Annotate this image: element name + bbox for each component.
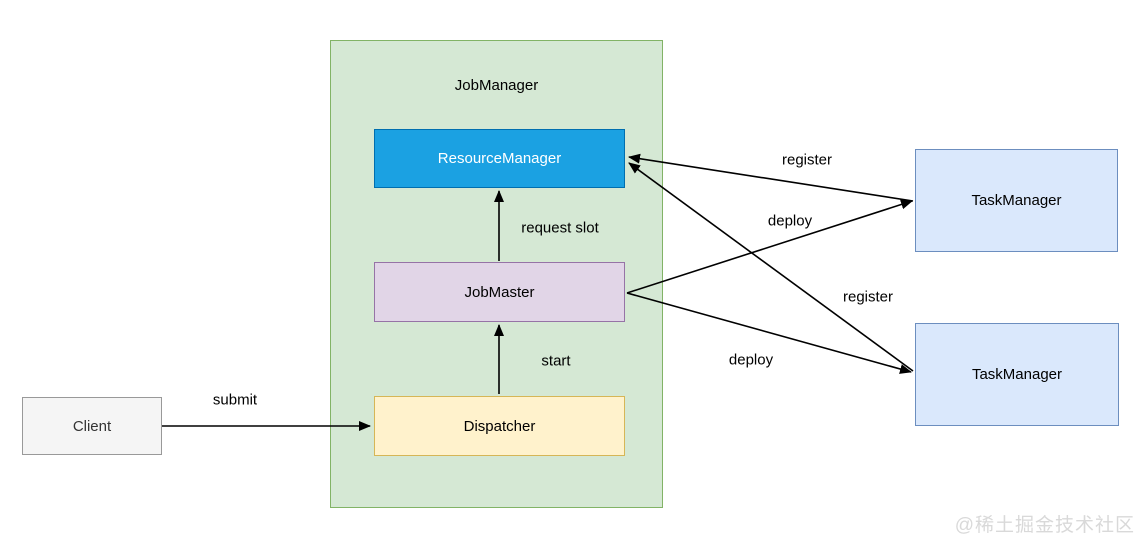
node-client: Client: [22, 397, 162, 455]
edge-label-register-bottom: register: [842, 288, 894, 306]
node-task-manager-2: TaskManager: [915, 323, 1119, 426]
node-resource-manager: ResourceManager: [374, 129, 625, 188]
node-job-master-label: JobMaster: [464, 283, 535, 301]
edge-label-register-top: register: [781, 151, 833, 169]
node-dispatcher: Dispatcher: [374, 396, 625, 456]
node-task-manager-1: TaskManager: [915, 149, 1118, 252]
node-job-master: JobMaster: [374, 262, 625, 322]
node-task-manager-1-label: TaskManager: [971, 192, 1062, 209]
node-client-label: Client: [72, 417, 112, 435]
edge-register-bottom-arrow: [628, 162, 914, 372]
node-task-manager-2-label: TaskManager: [971, 366, 1063, 383]
edge-label-request-slot: request slot: [521, 219, 599, 237]
watermark-text: @稀土掘金技术社区: [954, 515, 1135, 536]
edge-register-top-arrow: [628, 153, 914, 202]
edge-label-submit: submit: [212, 391, 258, 409]
edge-label-deploy-bottom: deploy: [728, 351, 774, 369]
edge-label-deploy-top: deploy: [767, 212, 813, 230]
node-dispatcher-label: Dispatcher: [463, 417, 536, 435]
jobmanager-group-label: JobManager: [454, 77, 539, 94]
edge-label-start: start: [541, 352, 571, 370]
node-resource-manager-label: ResourceManager: [437, 150, 562, 167]
